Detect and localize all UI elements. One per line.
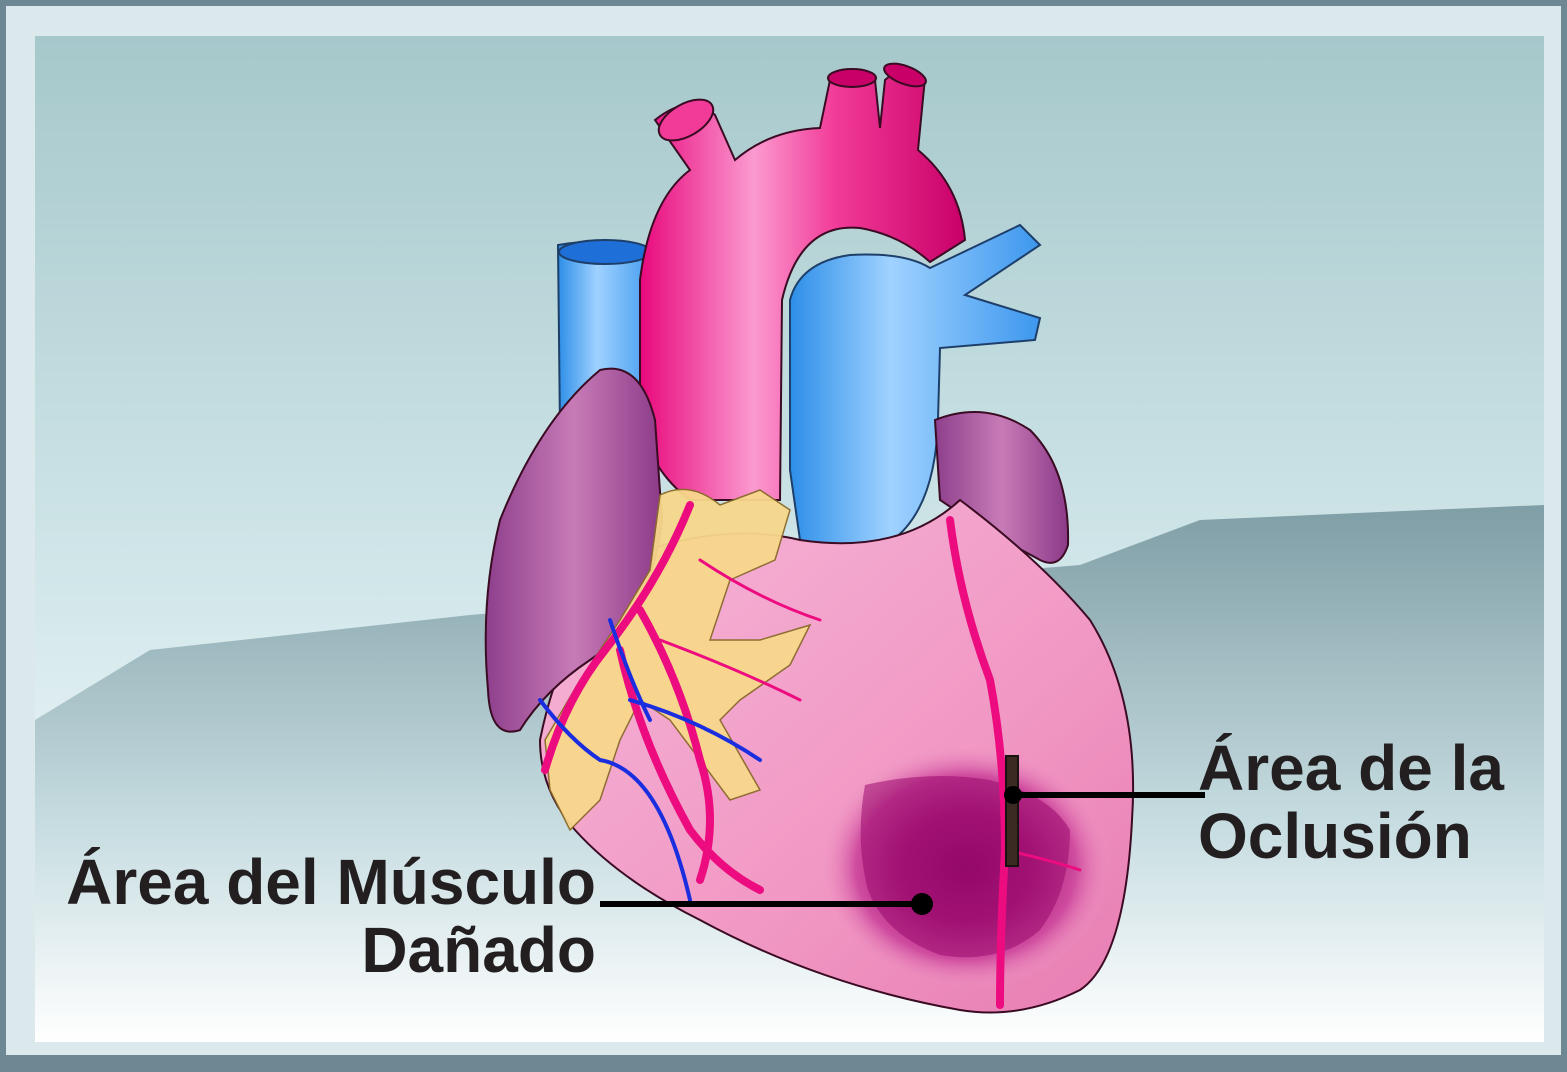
damaged-muscle-label: Área del Músculo Dañado — [40, 848, 596, 984]
damaged-label-line1: Área del Músculo — [40, 848, 596, 916]
occlusion-label-line2: Oclusión — [1198, 802, 1504, 870]
damaged-label-line2: Dañado — [40, 916, 596, 984]
occlusion-marker — [1006, 756, 1018, 866]
occlusion-label: Área de la Oclusión — [1198, 734, 1504, 870]
occlusion-label-line1: Área de la — [1198, 734, 1504, 802]
